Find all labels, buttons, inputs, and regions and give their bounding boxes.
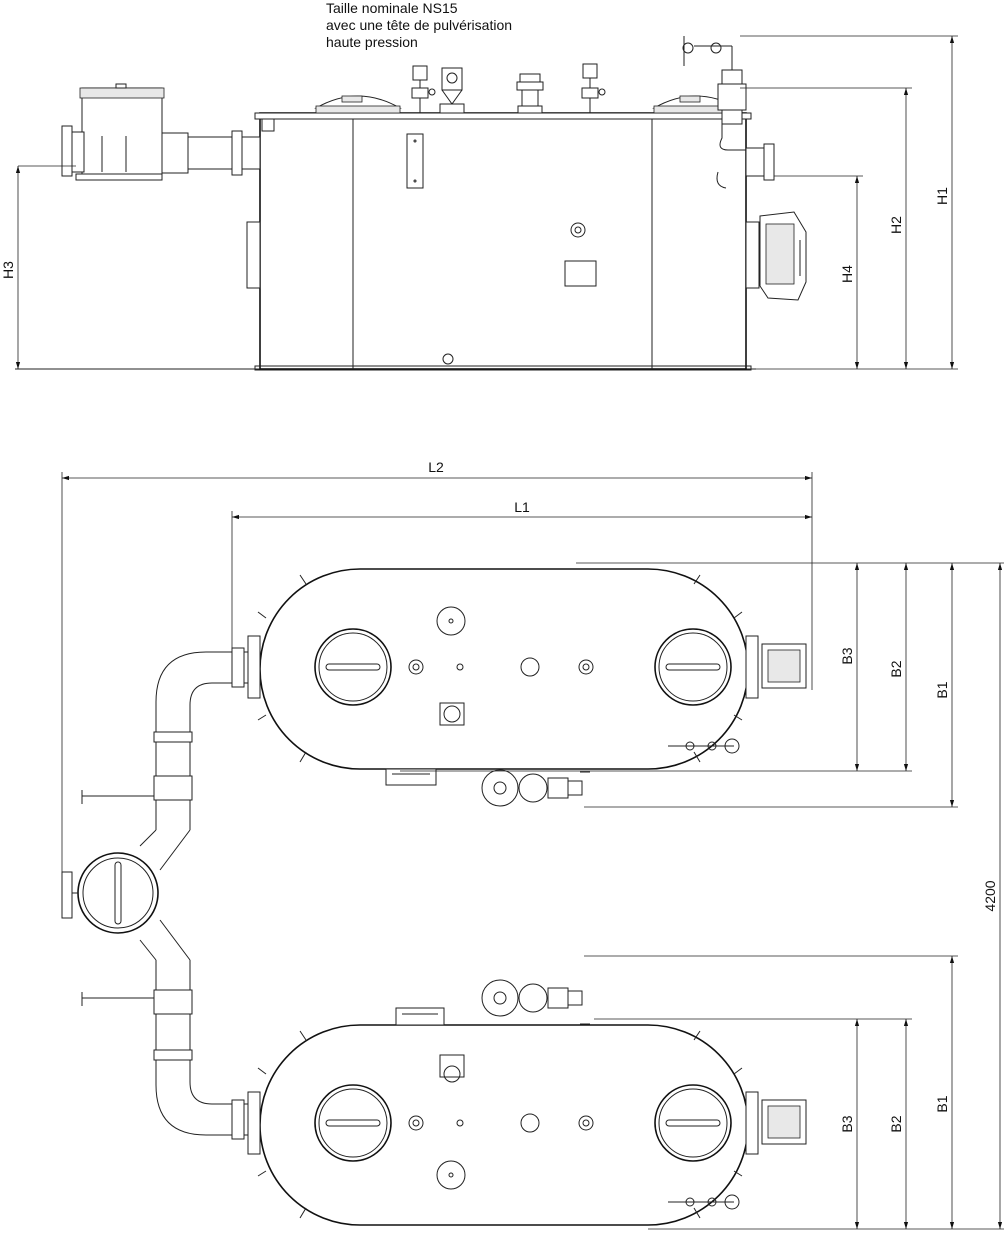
tank-body [259, 112, 747, 370]
plan-view [61, 568, 807, 1226]
dim-label-h4: H4 [839, 265, 855, 283]
nominal-size-note: Taille nominale NS15 avec une tête de pu… [326, 0, 512, 51]
note-line-3: haute pression [326, 34, 418, 50]
dim-label-b2-upper: B2 [888, 660, 904, 677]
dim-label-l2: L2 [428, 459, 444, 475]
dim-label-b2-lower: B2 [888, 1115, 904, 1132]
dimension-lines [15, 35, 1004, 1230]
connecting-piping [61, 647, 248, 1140]
upper-tank [247, 568, 807, 807]
dim-label-b3-lower: B3 [839, 1115, 855, 1132]
top-valve-3 [581, 63, 606, 113]
side-view [15, 36, 807, 371]
dim-label-h3: H3 [0, 261, 16, 279]
dim-label-h2: H2 [888, 216, 904, 234]
side-motor [759, 211, 807, 301]
dim-label-b1-upper: B1 [934, 681, 950, 698]
dim-label-h1: H1 [934, 187, 950, 205]
note-line-1: Taille nominale NS15 [326, 0, 458, 16]
spray-head [439, 67, 465, 114]
dim-label-4200: 4200 [982, 880, 998, 911]
inlet-assembly [61, 83, 261, 181]
dim-label-l1: L1 [514, 499, 530, 515]
lower-tank [247, 979, 807, 1226]
dim-label-b1-lower: B1 [934, 1095, 950, 1112]
top-valve-2 [516, 73, 544, 114]
dim-label-b3-upper: B3 [839, 647, 855, 664]
note-line-2: avec une tête de pulvérisation [326, 17, 513, 33]
outlet-assembly [682, 36, 775, 189]
top-valve-1 [411, 65, 436, 113]
